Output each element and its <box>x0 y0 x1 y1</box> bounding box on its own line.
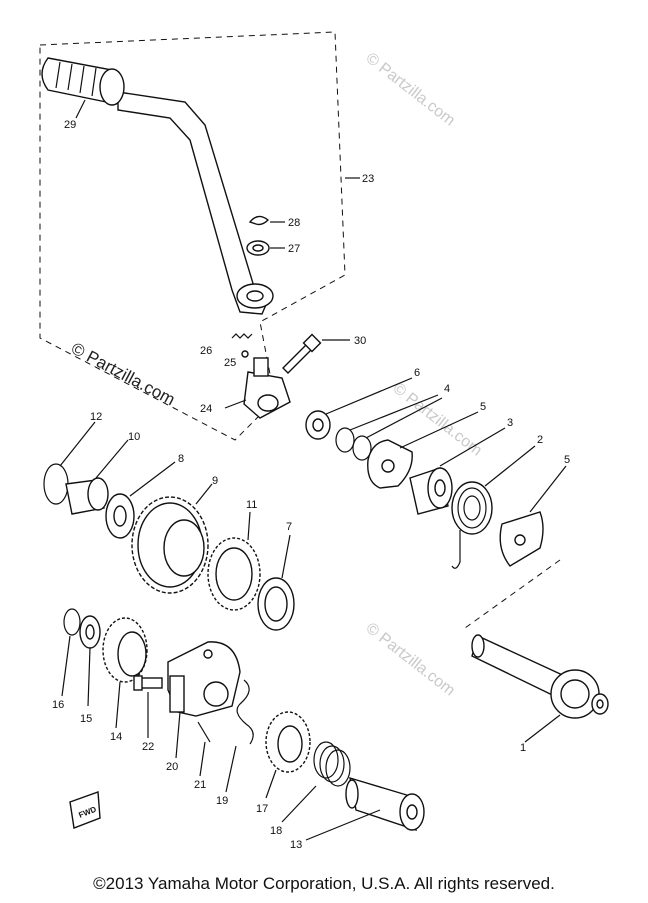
leader-24 <box>224 399 247 409</box>
ratchet-shaft-13 <box>345 776 425 832</box>
callout-18: 18 <box>270 825 282 837</box>
gear-17 <box>265 711 311 773</box>
spring-clip-19 <box>236 679 254 745</box>
callout-26: 26 <box>200 345 212 357</box>
leader-4b <box>365 397 443 439</box>
kick-lever <box>117 91 274 315</box>
callout-3: 3 <box>507 417 513 429</box>
washer-7 <box>257 577 295 631</box>
kick-shaft-1 <box>471 634 609 719</box>
ring-11 <box>207 537 261 611</box>
callout-23: 23 <box>362 173 374 185</box>
leader-10 <box>95 439 129 479</box>
washer-27 <box>246 240 270 256</box>
leader-2 <box>484 445 536 487</box>
callout-19: 19 <box>216 795 228 807</box>
callout-14: 14 <box>110 731 122 743</box>
callout-9: 9 <box>212 475 218 487</box>
callout-28: 28 <box>288 217 300 229</box>
callout-30: 30 <box>354 335 366 347</box>
leader-21 <box>199 741 206 777</box>
bolt-30 <box>282 333 322 374</box>
watermark-top: © Partzilla.com <box>363 50 458 130</box>
watermark-lower-right: © Partzilla.com <box>363 620 458 700</box>
callout-2: 2 <box>537 434 543 446</box>
callout-22: 22 <box>142 741 154 753</box>
ball-25 <box>241 350 249 358</box>
leader-14 <box>115 681 121 729</box>
leader-29 <box>75 99 86 119</box>
callout-27: 27 <box>288 243 300 255</box>
leader-7 <box>281 534 291 579</box>
leader-9 <box>195 483 213 505</box>
callout-4: 4 <box>444 383 450 395</box>
plate-5 <box>367 439 413 489</box>
callout-5a: 5 <box>480 401 486 413</box>
leader-6 <box>325 377 413 415</box>
circlip-16 <box>63 608 81 636</box>
bushing-10 <box>65 477 109 515</box>
leader-1 <box>524 714 561 743</box>
callout-16: 16 <box>52 699 64 711</box>
leader-19 <box>225 745 237 793</box>
gear-14 <box>102 617 148 683</box>
callout-1: 1 <box>520 742 526 754</box>
spring-18 <box>313 741 351 787</box>
leader-16 <box>61 635 71 697</box>
callout-11: 11 <box>246 499 257 511</box>
leader-15 <box>87 647 91 707</box>
watermark-left: © Partzilla.com <box>68 339 178 410</box>
clip-28 <box>248 215 270 226</box>
washer-15 <box>79 615 101 649</box>
pin-21 <box>197 721 211 743</box>
callout-6: 6 <box>414 367 420 379</box>
leader-20 <box>175 711 181 759</box>
callout-15: 15 <box>80 713 92 725</box>
stopper-plate-20 <box>167 641 241 717</box>
copyright-notice: ©2013 Yamaha Motor Corporation, U.S.A. A… <box>93 874 555 893</box>
torsion-spring-2 <box>451 481 493 569</box>
callout-25: 25 <box>224 357 236 369</box>
shaft-alignment <box>464 559 561 629</box>
callout-13: 13 <box>290 839 302 851</box>
callout-29: 29 <box>64 119 76 131</box>
leader-11 <box>247 511 251 541</box>
leader-12 <box>59 421 96 467</box>
callout-24: 24 <box>200 403 212 415</box>
gear-9 <box>131 496 209 594</box>
plate-5-right <box>499 511 544 567</box>
leader-18 <box>281 785 317 823</box>
callout-10: 10 <box>128 431 140 443</box>
washer-8 <box>105 493 135 539</box>
leader-5a <box>399 411 479 449</box>
leader-13 <box>305 809 381 841</box>
callout-20: 20 <box>166 761 178 773</box>
callout-21: 21 <box>194 779 206 791</box>
callout-12: 12 <box>90 411 102 423</box>
fwd-direction-badge: FWD <box>69 791 101 829</box>
leader-5b <box>529 465 567 513</box>
callout-8: 8 <box>178 453 184 465</box>
kick-boss-24 <box>243 357 291 419</box>
washer-6 <box>305 410 331 440</box>
spring-26 <box>231 333 253 339</box>
callout-7: 7 <box>286 521 292 533</box>
spring-guide-3 <box>409 467 453 515</box>
callout-17: 17 <box>256 803 268 815</box>
leader-8 <box>129 461 176 497</box>
circlips-4 <box>335 427 372 461</box>
leader-4a <box>349 394 439 431</box>
bolt-22 <box>133 675 163 691</box>
leader-3 <box>439 427 506 467</box>
kick-grip-29 <box>41 57 125 106</box>
leader-17 <box>265 769 277 799</box>
circlip-12 <box>43 463 69 505</box>
callout-5b: 5 <box>564 454 570 466</box>
